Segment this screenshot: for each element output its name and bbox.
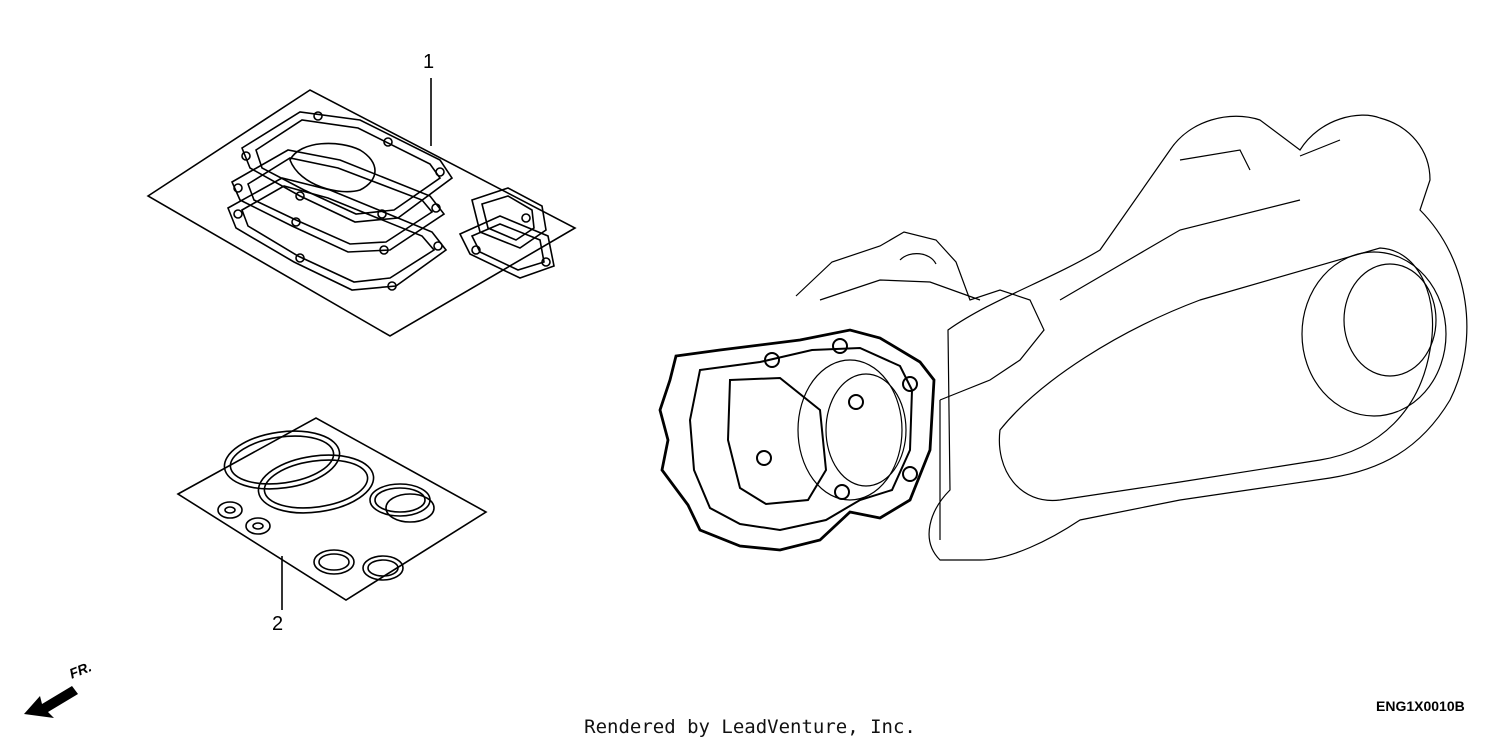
head-gasket-bottom	[228, 178, 446, 290]
diagram-code: ENG1X0010B	[1376, 698, 1465, 714]
seal-washer-2	[246, 518, 270, 534]
gasket-kit-b[interactable]	[178, 418, 486, 610]
gasket-kit-a[interactable]	[148, 78, 575, 336]
cylinder-head	[660, 330, 934, 550]
gasket-kit-b-sheet	[178, 418, 486, 600]
engine-assembly	[660, 115, 1467, 560]
seal-washer-1	[218, 502, 242, 518]
cylinder-block	[796, 232, 1044, 400]
front-direction-arrow-icon	[24, 686, 78, 718]
belt-cover	[929, 115, 1467, 560]
o-ring-small-1	[314, 550, 354, 574]
credit-line: Rendered by LeadVenture, Inc.	[584, 716, 916, 738]
o-ring-small-2	[363, 556, 403, 580]
o-ring-large-2	[255, 448, 378, 520]
clutch-cover	[1302, 252, 1446, 416]
callout-part-1[interactable]: 1	[423, 51, 435, 73]
callout-part-2[interactable]: 2	[272, 613, 284, 635]
gasket-kit-a-sheet	[148, 90, 575, 336]
o-ring-medium-2	[386, 494, 434, 522]
o-ring-large-1	[221, 424, 344, 496]
head-gasket-middle	[232, 150, 444, 252]
